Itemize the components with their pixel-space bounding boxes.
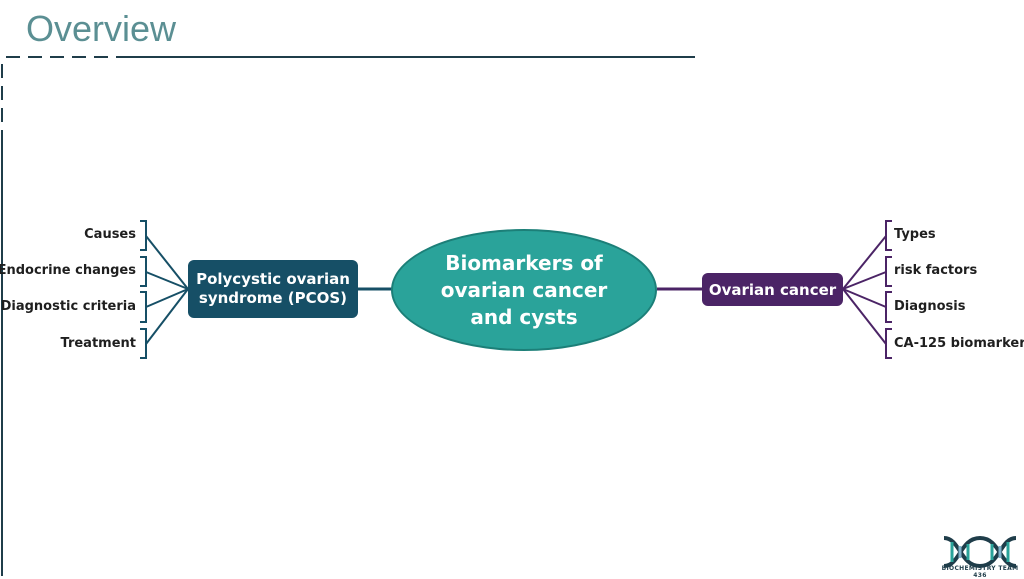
leaf-causes: Causes xyxy=(84,227,136,242)
pcos-branch: Polycystic ovarian syndrome (PCOS) xyxy=(188,260,358,318)
leaf-ca125-biomarker: CA-125 biomarker xyxy=(894,336,1024,351)
page-title: Overview xyxy=(26,8,177,49)
leaf-endocrine-changes: Endocrine changes xyxy=(0,263,136,278)
leaf-treatment: Treatment xyxy=(60,336,137,351)
central-topic: Biomarkers of ovarian cancer and cysts xyxy=(391,229,657,351)
dna-helix-icon xyxy=(943,535,1017,569)
leaf-types: Types xyxy=(894,227,936,242)
leaf-diagnostic-criteria: Diagnostic criteria xyxy=(0,299,136,314)
logo-text: BIOCHEMISTRY TEAM 436 xyxy=(941,565,1019,579)
ovarian-cancer-branch: Ovarian cancer xyxy=(702,273,843,306)
leaf-risk-factors: risk factors xyxy=(894,263,978,278)
leaf-diagnosis: Diagnosis xyxy=(894,299,966,314)
